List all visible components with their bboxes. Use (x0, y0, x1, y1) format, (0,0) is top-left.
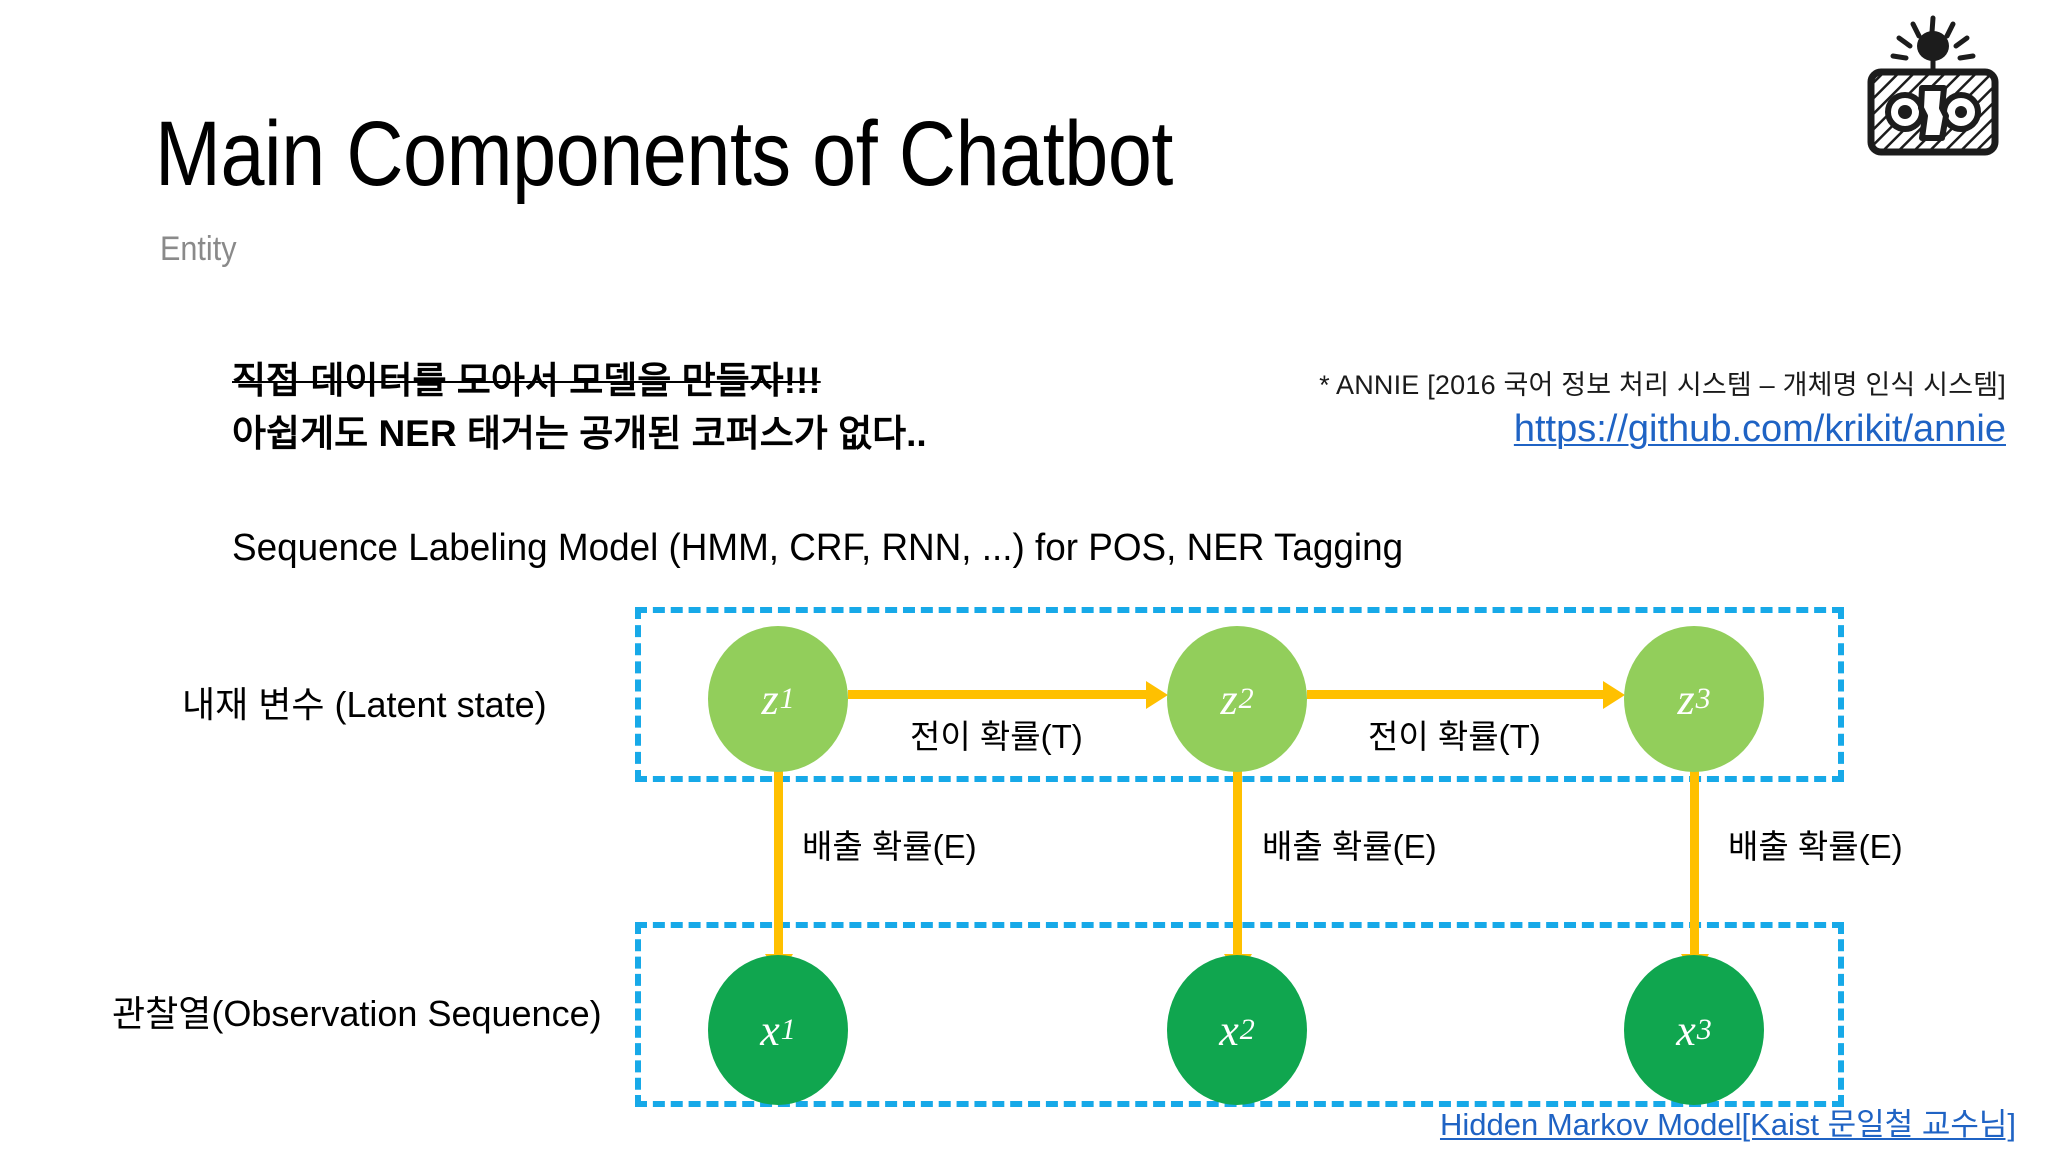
latent-node-z1-base: z (761, 674, 779, 724)
latent-row-label: 내재 변수 (Latent state) (182, 684, 547, 725)
korean-note-block: 직접 데이터를 모아서 모델을 만들자!!! 아쉽게도 NER 태거는 공개된 … (232, 355, 927, 460)
observation-node-x3-base: x (1676, 1005, 1696, 1055)
transition-arrow-1 (848, 690, 1148, 699)
transition-arrow-2 (1307, 690, 1605, 699)
latent-node-z2-base: z (1220, 674, 1238, 724)
observation-row-label: 관찰열(Observation Sequence) (112, 993, 602, 1034)
page-title: Main Components of Chatbot (155, 103, 1173, 205)
source-citation-link[interactable]: Hidden Markov Model[Kaist 문일철 교수님] (1439, 1107, 2016, 1142)
reference-block: * ANNIE [2016 국어 정보 처리 시스템 – 개체명 인식 시스템]… (1319, 363, 2006, 451)
latent-node-z2-sub: 2 (1238, 682, 1254, 715)
page-subtitle: Entity (160, 230, 237, 268)
emission-label-3: 배출 확률(E) (1728, 828, 1903, 865)
emission-arrow-2 (1233, 760, 1242, 956)
note-line-second: 아쉽게도 NER 태거는 공개된 코퍼스가 없다.. (232, 412, 927, 454)
reference-note: * ANNIE [2016 국어 정보 처리 시스템 – 개체명 인식 시스템] (1319, 370, 2006, 400)
observation-node-x3-sub: 3 (1696, 1013, 1712, 1046)
observation-node-x2-base: x (1219, 1005, 1239, 1055)
transition-label-2: 전이 확률(T) (1368, 718, 1541, 755)
observation-node-x2-sub: 2 (1239, 1013, 1255, 1046)
emission-label-1: 배출 확률(E) (802, 828, 977, 865)
note-line-struck: 직접 데이터를 모아서 모델을 만들자!!! (232, 360, 821, 401)
observation-node-x1-base: x (760, 1005, 780, 1055)
emission-arrow-3 (1690, 760, 1699, 956)
latent-node-z3-sub: 3 (1695, 682, 1711, 715)
emission-label-2: 배출 확률(E) (1262, 828, 1437, 865)
sequence-labeling-caption: Sequence Labeling Model (HMM, CRF, RNN, … (232, 527, 1404, 569)
emission-arrow-1 (774, 760, 783, 956)
latent-node-z3-base: z (1677, 674, 1695, 724)
annie-github-link[interactable]: https://github.com/krikit/annie (1513, 408, 2006, 450)
latent-node-z1-sub: 1 (779, 682, 795, 715)
transition-label-1: 전이 확률(T) (910, 718, 1083, 755)
observation-node-x1-sub: 1 (780, 1013, 796, 1046)
robot-head-icon (1853, 8, 2013, 168)
